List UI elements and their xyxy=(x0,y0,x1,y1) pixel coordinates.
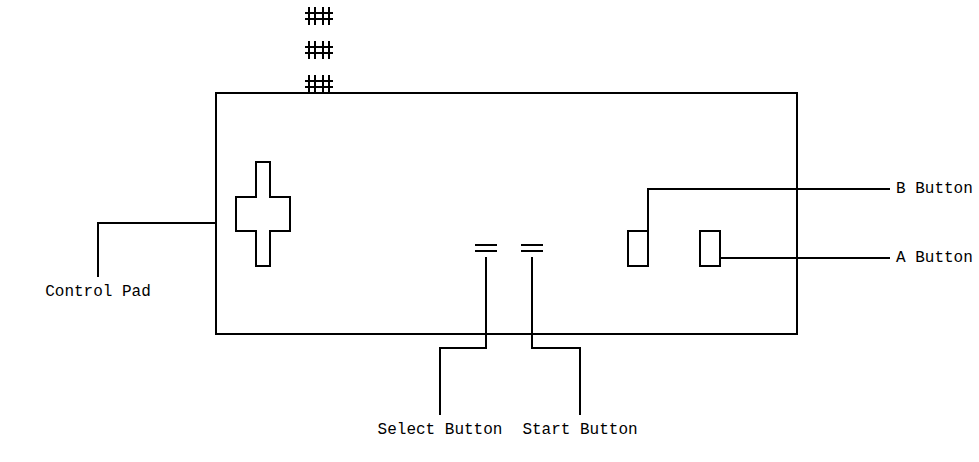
leader-line xyxy=(532,258,580,414)
callout-label: Select Button xyxy=(377,420,504,440)
leader-line xyxy=(98,223,216,276)
controller-body xyxy=(216,93,797,334)
b-button xyxy=(628,231,648,266)
callout-label: Start Button xyxy=(521,420,638,440)
leader-line xyxy=(440,258,486,414)
leader-line xyxy=(720,257,889,259)
leader-line xyxy=(648,189,889,231)
callout-label: Control Pad xyxy=(44,282,152,302)
callout-label: A Button xyxy=(895,248,974,268)
control-pad xyxy=(236,162,290,266)
a-button xyxy=(700,231,720,266)
cable xyxy=(306,8,332,92)
callout-label: B Button xyxy=(895,179,974,199)
select-start-buttons xyxy=(476,245,542,251)
